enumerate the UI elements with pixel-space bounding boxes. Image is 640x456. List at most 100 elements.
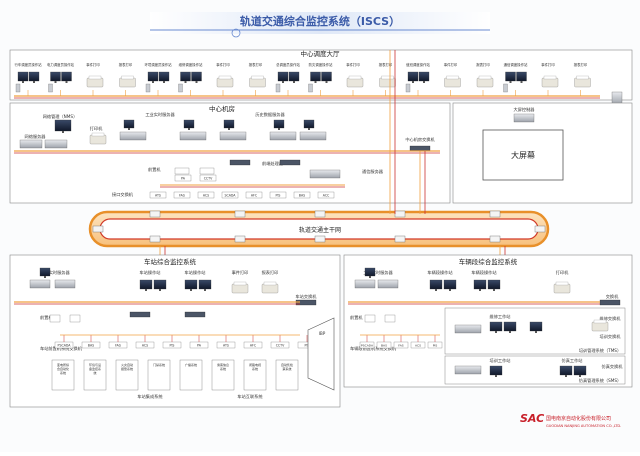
sms-label: 仿真管理系统（SMS） bbox=[579, 377, 621, 384]
depot-server-label: 工业实时服务器 bbox=[363, 269, 393, 276]
depot-sim-monitor-a bbox=[559, 365, 573, 377]
hall-station-label-5: 维修调度操作站 bbox=[179, 62, 203, 67]
hall-printer-16 bbox=[541, 75, 559, 88]
network-server-chassis bbox=[19, 139, 43, 149]
proto-box-5 bbox=[221, 191, 239, 199]
station-server-a-chassis bbox=[29, 279, 51, 289]
hall-station-label-1: 电力调度员操作站 bbox=[47, 62, 75, 67]
depot-maint-printer-body bbox=[591, 321, 609, 332]
station-sub-label-5: 乘客信息系统 bbox=[217, 362, 229, 371]
station-server-monitor-stand bbox=[44, 276, 46, 278]
room-server-1 bbox=[179, 131, 207, 141]
hall-monitor-a-0-screen bbox=[17, 71, 29, 82]
proto-label-8: BAS bbox=[299, 194, 305, 198]
station-fe-switch-b bbox=[184, 311, 206, 318]
hall-printer-7-body bbox=[249, 77, 266, 88]
network-server-label: 网络服务器 bbox=[25, 133, 47, 140]
hall-monitor-b-4 bbox=[158, 71, 170, 83]
hall-tower-0 bbox=[15, 83, 21, 93]
hall-station-label-10: 事件打印 bbox=[346, 62, 360, 67]
hall-printer-2-body bbox=[86, 77, 104, 88]
proto-box-3 bbox=[173, 191, 191, 199]
depot-sim-monitor-b-screen bbox=[573, 365, 587, 376]
station-sub-box-6 bbox=[243, 359, 267, 391]
depot-maint-monitor-a bbox=[489, 321, 503, 333]
proto-box-0 bbox=[174, 174, 192, 182]
depot-train-monitor-a-stand bbox=[495, 375, 497, 377]
hall-monitor-a-12-stand bbox=[412, 81, 414, 83]
room-server-4 bbox=[299, 131, 327, 141]
hall-printer-13-paper bbox=[446, 75, 459, 80]
station-iface-label-4: PIS bbox=[170, 344, 175, 348]
room-server-3-chassis bbox=[269, 131, 297, 141]
hall-printer-17-body bbox=[574, 77, 591, 88]
ring-node-8 bbox=[394, 235, 406, 243]
depot-op-b-0-stand bbox=[449, 289, 451, 291]
room-server-monitor-3 bbox=[273, 119, 285, 130]
station-frontend-1 bbox=[69, 314, 81, 323]
station-sub-label-4: 广播系统 bbox=[185, 362, 197, 367]
station-system-label: 车站综合监控系统 bbox=[144, 257, 197, 266]
hall-printer-3 bbox=[119, 75, 136, 88]
hall-station-label-11: 报表打印 bbox=[379, 62, 393, 67]
station-iface-label-0: PSCADA bbox=[58, 344, 72, 348]
station-iface-label-5: PA bbox=[197, 344, 202, 348]
hall-station-label-2: 事件打印 bbox=[86, 62, 100, 67]
depot-sim-monitor-a-screen bbox=[559, 365, 573, 376]
proto-box-9 bbox=[317, 191, 335, 199]
network-server bbox=[19, 139, 43, 149]
station-op-a-1-screen bbox=[184, 279, 198, 290]
hall-printer-6-body bbox=[216, 77, 234, 88]
hall-monitor-b-15 bbox=[516, 71, 527, 83]
proto-box-6 bbox=[245, 191, 263, 199]
hall-station-label-9: 防灾调度操作站 bbox=[309, 62, 333, 67]
comm-server bbox=[309, 169, 341, 179]
depot-maint-monitor-b bbox=[503, 321, 517, 333]
frontend-box-0 bbox=[174, 167, 190, 175]
depot-sim-monitor-b-stand bbox=[579, 375, 581, 377]
ring-node-6 bbox=[234, 235, 246, 243]
depot-op-a-1-stand bbox=[479, 289, 481, 291]
station-sub-label-2: 火灾自动报警系统 bbox=[121, 362, 133, 371]
depot-maint-monitor-a-stand bbox=[495, 331, 497, 333]
station-server-b-chassis bbox=[54, 279, 76, 289]
room-server-monitor-1-screen bbox=[183, 119, 195, 129]
hall-monitor-a-9-stand bbox=[314, 81, 317, 83]
fep-switch-a bbox=[229, 159, 251, 166]
maint-switch-label: 维修交换机 bbox=[600, 315, 622, 322]
depot-server-b-chassis bbox=[377, 279, 399, 289]
station-frontend-0 bbox=[49, 314, 61, 323]
depot-train-ws-label: 培训工作站 bbox=[490, 357, 511, 364]
comm-server-label: 通信服务器 bbox=[362, 168, 384, 175]
proto-label-9: ACC bbox=[323, 194, 330, 198]
room-server-2 bbox=[219, 131, 247, 141]
room-server-monitor-0-stand bbox=[128, 128, 130, 130]
title-banner: 轨道交通综合监控系统（ISCS） bbox=[150, 12, 490, 38]
depot-sim-monitor-b bbox=[573, 365, 587, 377]
hall-station-label-6: 事件打印 bbox=[216, 62, 230, 67]
depot-maint-printer-paper bbox=[593, 319, 607, 324]
backbone-nodes bbox=[92, 210, 546, 243]
room-server-monitor-3-stand bbox=[278, 128, 280, 130]
hall-station-label-16: 事件打印 bbox=[541, 62, 555, 67]
depot-op-a-0-screen bbox=[429, 279, 443, 290]
hall-station-label-0: 行车调度员操作站 bbox=[14, 62, 42, 67]
hall-monitor-b-9 bbox=[321, 71, 332, 83]
room-server-monitor-2-screen bbox=[223, 119, 235, 129]
station-op-a-1 bbox=[184, 279, 198, 291]
station-sub-label-6: 闭路电视系统 bbox=[249, 362, 261, 371]
hall-monitor-b-4-stand bbox=[163, 81, 165, 83]
proto-label-1: CCTV bbox=[204, 177, 213, 181]
station-report-printer-body bbox=[261, 283, 279, 294]
hall-monitor-a-0 bbox=[17, 71, 29, 83]
hall-printer-14-body bbox=[476, 77, 494, 88]
station-iface-label-2: FAS bbox=[115, 344, 121, 348]
room-server-monitor-4-stand bbox=[308, 128, 310, 130]
room-server-4-chassis bbox=[299, 131, 327, 141]
station-iface-label-8: CCTV bbox=[276, 344, 285, 348]
center-hall-stations: 行车调度员操作站电力调度员操作站事件打印报表打印环境调度员操作站维修调度操作站事… bbox=[14, 62, 591, 96]
depot-op-b-0 bbox=[443, 279, 457, 291]
station-op-b-1-screen bbox=[198, 279, 212, 290]
station-event-print-label: 事件打印 bbox=[232, 269, 249, 276]
